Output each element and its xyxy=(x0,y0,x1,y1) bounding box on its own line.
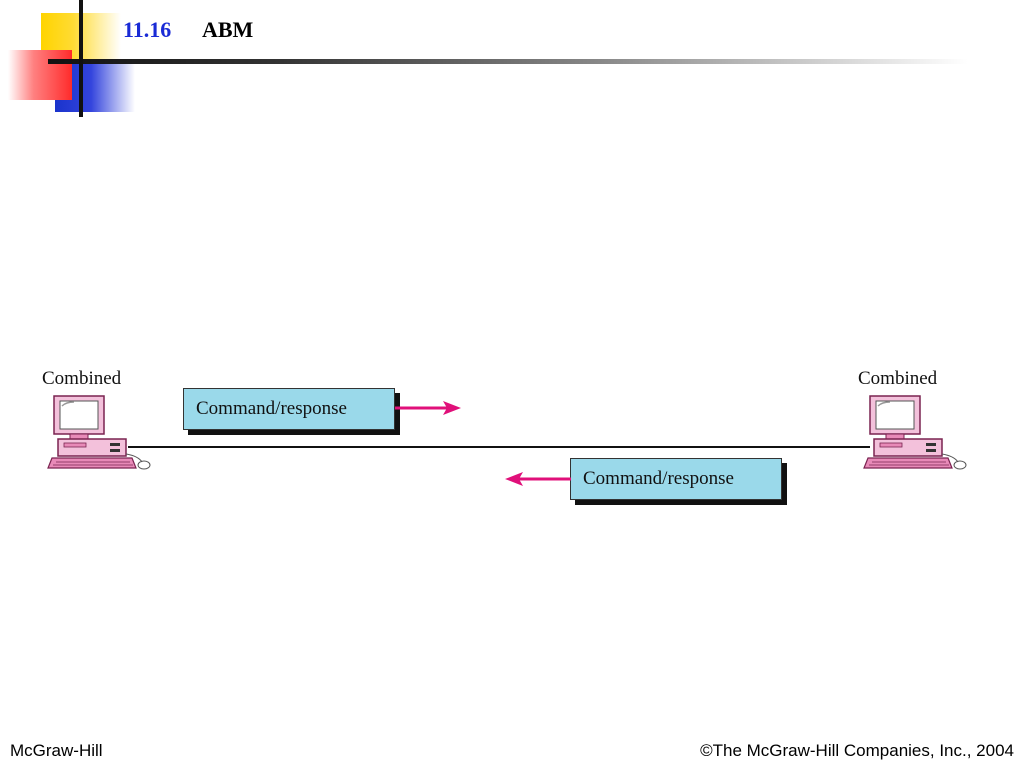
title-decoration-red xyxy=(8,50,72,100)
arrow-left-icon xyxy=(505,472,571,486)
footer-copyright: ©The McGraw-Hill Companies, Inc., 2004 xyxy=(700,741,1014,760)
slide-number: 11.16 xyxy=(123,17,172,42)
slide-title: ABM xyxy=(202,17,254,42)
command-response-box-bottom: Command/response xyxy=(570,458,782,500)
right-station-label: Combined xyxy=(858,368,938,389)
title-vertical-rule xyxy=(79,0,83,117)
link-line xyxy=(128,446,870,448)
arrow-right-icon xyxy=(395,401,461,415)
computer-icon xyxy=(47,395,151,470)
footer-publisher: McGraw-Hill xyxy=(10,741,103,760)
left-station-label: Combined xyxy=(42,368,122,389)
title-underline xyxy=(48,59,968,64)
command-response-box-top: Command/response xyxy=(183,388,395,430)
computer-icon xyxy=(863,395,967,470)
